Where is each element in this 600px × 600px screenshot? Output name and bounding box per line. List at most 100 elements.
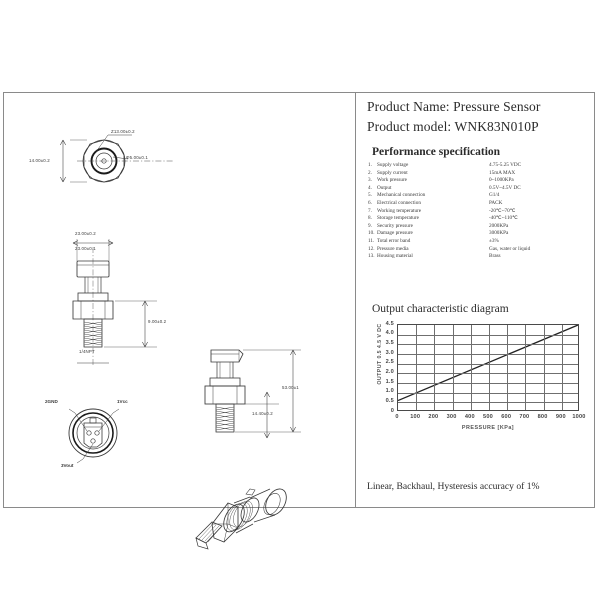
spec-label: Total error band — [377, 237, 411, 244]
chart-y-tick-label: 0.5 — [385, 397, 394, 404]
spec-value: 4.75-5.25 VDC — [489, 162, 522, 168]
top-face-drawing — [60, 134, 174, 183]
chart-gridline-horizontal — [398, 383, 578, 384]
chart-gridline-vertical — [452, 325, 454, 410]
chart-gridline-vertical — [489, 325, 490, 410]
spec-index: 9. — [368, 222, 372, 229]
table-row: 13. Housing material Brass — [366, 254, 594, 262]
table-row: 9. Security pressure 2000KPa — [366, 222, 594, 232]
chart-gridline-vertical — [525, 325, 527, 410]
chart-gridline-vertical — [416, 325, 418, 410]
chart-gridline-vertical — [543, 325, 545, 410]
spec-label: Work pressure — [377, 177, 407, 184]
spec-value: PACK — [489, 199, 503, 206]
spec-index: 12. — [368, 245, 375, 252]
chart-gridline-horizontal — [398, 373, 578, 375]
chart-gridline-vertical — [507, 325, 509, 410]
spec-index: 4. — [368, 184, 372, 191]
spec-index: 11. — [368, 237, 375, 244]
spec-index: 3. — [368, 177, 372, 184]
side-elevation-drawing — [204, 349, 301, 439]
isometric-3d-drawing — [195, 488, 287, 550]
chart-y-tick-label: 3.5 — [385, 339, 394, 346]
dim-total-height: 53.00±1 — [282, 385, 299, 390]
spec-index: 5. — [368, 192, 372, 199]
spec-label: Housing material — [377, 253, 413, 260]
chart-gridline-vertical — [434, 325, 436, 410]
spec-value: -40℃~110℃ — [489, 215, 518, 222]
chart-gridline-horizontal — [398, 334, 578, 336]
table-row: 11. Total error band ±3% — [366, 237, 594, 247]
spec-index: 1. — [368, 162, 372, 168]
pin-label-vout: 3Vout — [61, 463, 74, 468]
chart-y-tick-label: 2.0 — [385, 368, 394, 375]
specification-column: Product Name: Pressure Sensor Product mo… — [364, 93, 596, 507]
chart-y-tick-label: 0 — [390, 407, 394, 414]
product-name: Product Name: Pressure Sensor — [367, 99, 541, 114]
chart-x-tick-label: 200 — [428, 414, 439, 420]
spec-value: 2000KPa — [489, 222, 509, 229]
spec-index: 2. — [368, 169, 372, 176]
chart-x-tick-label: 600 — [501, 414, 512, 420]
chart-y-tick-label: 2.5 — [385, 359, 394, 366]
dim-outer-diameter: Ζ13.00±0.2 — [111, 129, 135, 134]
chart-y-tick-label: 1.5 — [385, 378, 394, 385]
chart-x-tick-label: 500 — [483, 414, 493, 420]
chart-x-tick-label: 800 — [537, 414, 548, 420]
spec-index: 10. — [368, 230, 375, 237]
spec-value: ±3% — [489, 237, 499, 244]
front-elevation-view: 23.00±0.2 23.00±0.1 9.00±0.2 1/4NPT — [29, 223, 199, 368]
table-row: 6. Electrical connection PACK — [366, 199, 594, 209]
spec-index: 8. — [368, 215, 372, 222]
spec-label: Mechanical connection — [377, 192, 426, 199]
table-row: 4. Output 0.5V~4.5V DC — [366, 184, 594, 194]
front-elevation-drawing — [72, 239, 157, 365]
dim-body-width-top: 23.00±0.2 — [75, 231, 96, 236]
accuracy-note: Linear, Backhaul, Hysteresis accuracy of… — [367, 481, 540, 492]
chart-x-tick-label: 0 — [395, 414, 399, 420]
chart-gridline-vertical — [470, 325, 472, 410]
datasheet-page: Ζ13.00±0.2 Φ5.00±0.1 14.00±0.2 — [3, 92, 596, 550]
dim-body-width-mid: 23.00±0.1 — [75, 246, 96, 251]
chart-x-axis-label: PRESSURE [KPa] — [461, 425, 515, 431]
spec-value: Gas, water or liquid — [489, 245, 531, 252]
table-row: 1. Supply voltage 4.75-5.25 VDC — [366, 162, 594, 171]
spec-label: Supply current — [377, 169, 408, 176]
chart-x-tick-label: 700 — [519, 414, 530, 420]
table-row: 3. Work pressure 0~1000KPa — [366, 178, 594, 186]
spec-value: 3000KPa — [489, 230, 509, 237]
column-divider — [355, 93, 356, 507]
dim-thread-length: 9.00±0.2 — [148, 319, 167, 324]
chart-title: Output characteristic diagram — [372, 303, 509, 315]
chart-x-tick-label: 100 — [410, 414, 421, 420]
table-row: 10. Damage pressure 3000KPa — [366, 231, 594, 239]
spec-label: Damage pressure — [377, 230, 413, 237]
spec-value: Brass — [489, 253, 501, 260]
side-elevation-view: 14.40±0.2 53.00±1 — [189, 328, 339, 458]
dim-thread-spec: 1/4NPT — [79, 349, 95, 354]
chart-plot-area — [397, 324, 579, 411]
table-row: 5. Mechanical connection G1/4 — [366, 193, 594, 201]
spec-label: Pressure media — [377, 245, 409, 252]
spec-value: 15mA MAX — [489, 169, 516, 176]
connector-pinout-drawing — [68, 408, 120, 464]
spec-value: -20℃~70℃ — [489, 207, 516, 214]
chart-y-tick-label: 1.0 — [385, 388, 394, 395]
product-model: Product model: WNK83N010P — [367, 119, 539, 134]
dim-inner-diameter: Φ5.00±0.1 — [126, 155, 148, 160]
chart-gridline-horizontal — [398, 363, 578, 365]
drawings-column: Ζ13.00±0.2 Φ5.00±0.1 14.00±0.2 — [4, 93, 355, 550]
spec-index: 6. — [368, 199, 372, 206]
dim-hex-height: 14.40±0.2 — [252, 411, 273, 416]
chart-x-tick-label: 900 — [555, 414, 566, 420]
dim-face-width: 14.00±0.2 — [29, 158, 50, 163]
spec-label: Security pressure — [377, 222, 413, 229]
top-face-view: Ζ13.00±0.2 Φ5.00±0.1 14.00±0.2 — [24, 115, 194, 205]
connector-pinout-view: 2GND 1Vcc 3Vout — [39, 383, 149, 478]
performance-spec-table: 1. Supply voltage 4.75-5.25 VDC 2. Suppl… — [366, 162, 594, 262]
chart-gridline-horizontal — [398, 402, 578, 404]
spec-label: Working temperature — [377, 207, 422, 214]
